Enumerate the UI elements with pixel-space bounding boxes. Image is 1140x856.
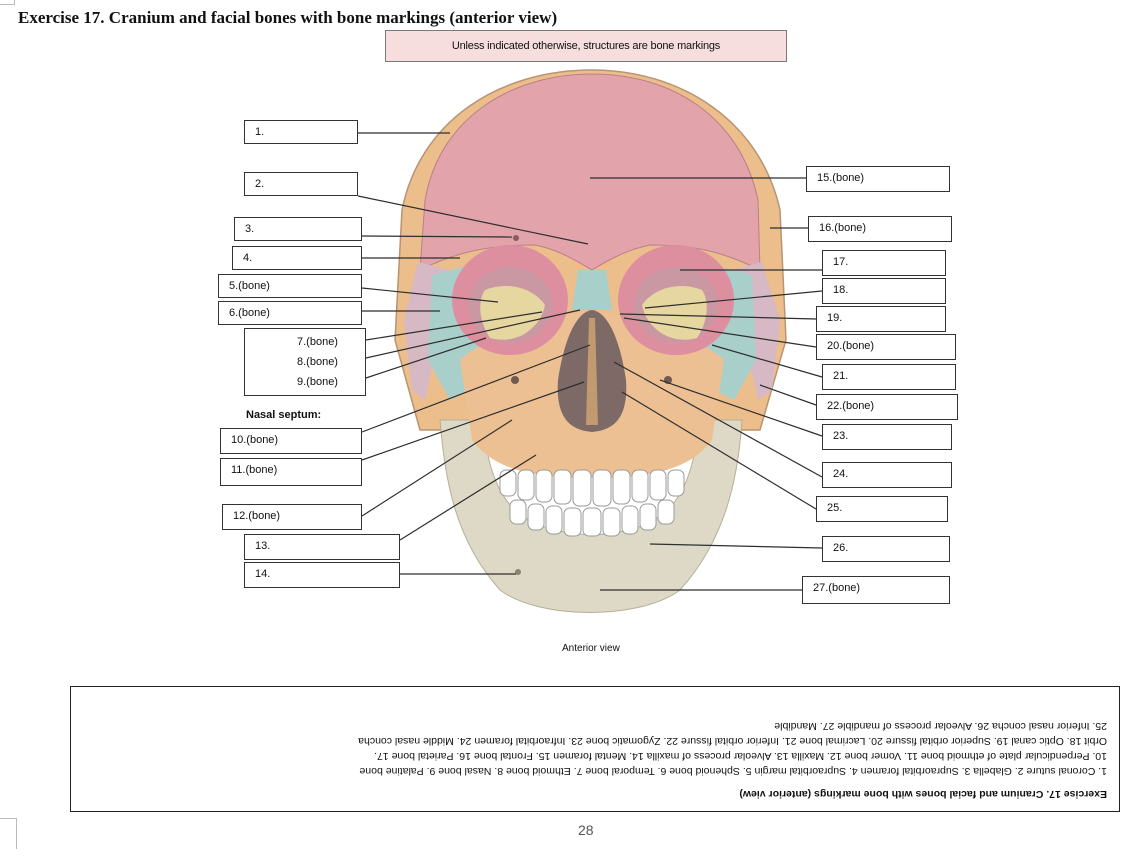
ethmoid-bone-right: [642, 285, 707, 340]
answer-key-line-1: 1. Coronal suture 2. Glabella 3. Supraor…: [359, 765, 1107, 777]
label-9: 9.(bone): [297, 376, 338, 388]
label-box-11: 11.(bone): [220, 458, 362, 486]
answer-key-box: Exercise 17. Cranium and facial bones wi…: [70, 686, 1120, 812]
label-box-21: 21.: [822, 364, 956, 390]
frontal-bone: [419, 73, 761, 271]
label-box-15: 15.(bone): [806, 166, 950, 192]
label-box-4: 4.: [232, 246, 362, 270]
answer-key-heading: Exercise 17. Cranium and facial bones wi…: [739, 788, 1107, 800]
instruction-note: Unless indicated otherwise, structures a…: [385, 30, 787, 62]
page-corner-top-left: [0, 0, 15, 5]
nasal-septum-heading: Nasal septum:: [246, 409, 322, 421]
label-box-10: 10.(bone): [220, 428, 362, 454]
label-box-12: 12.(bone): [222, 504, 362, 530]
label-box-22: 22.(bone): [816, 394, 958, 420]
answer-key-upside-down: Exercise 17. Cranium and facial bones wi…: [71, 687, 1119, 811]
page-corner-bottom-left: [0, 818, 17, 849]
label-box-14: 14.: [244, 562, 400, 588]
label-box-2: 2.: [244, 172, 358, 196]
mental-foramen: [515, 569, 521, 575]
label-box-6: 6.(bone): [218, 301, 362, 325]
label-box-5: 5.(bone): [218, 274, 362, 298]
label-box-16: 16.(bone): [808, 216, 952, 242]
skull-diagram: [357, 69, 823, 613]
label-box-19: 19.: [816, 306, 946, 332]
lower-teeth: [509, 499, 675, 537]
figure-caption: Anterior view: [562, 643, 620, 654]
label-box-3: 3.: [234, 217, 362, 241]
upper-teeth: [499, 469, 685, 507]
page-number: 28: [578, 822, 594, 838]
label-7: 7.(bone): [297, 336, 338, 348]
label-box-7-8-9: 7.(bone) 8.(bone) 9.(bone): [244, 328, 366, 396]
infraorbital-foramen-left: [511, 376, 519, 384]
label-8: 8.(bone): [297, 356, 338, 368]
answer-key-line-3: Orbit 18. Optic canal 19. Superior orbit…: [358, 735, 1107, 747]
label-box-25: 25.: [816, 496, 948, 522]
nasal-bone: [572, 270, 612, 310]
ethmoid-bone-left: [480, 285, 545, 340]
answer-key-line-2: 10. Perpendicular plate of ethmoid bone …: [374, 750, 1107, 762]
supraorbital-foramen: [513, 235, 519, 241]
label-box-1: 1.: [244, 120, 358, 144]
label-box-27: 27.(bone): [802, 576, 950, 604]
leader-lines: [357, 132, 823, 591]
label-box-20: 20.(bone): [816, 334, 956, 360]
label-box-17: 17.: [822, 250, 946, 276]
label-box-23: 23.: [822, 424, 952, 450]
answer-key-line-4: 25. Inferior nasal concha 26. Alveolar p…: [774, 720, 1107, 732]
label-box-26: 26.: [822, 536, 950, 562]
label-box-24: 24.: [822, 462, 952, 488]
label-box-18: 18.: [822, 278, 946, 304]
page-title: Exercise 17. Cranium and facial bones wi…: [18, 8, 558, 27]
label-box-13: 13.: [244, 534, 400, 560]
